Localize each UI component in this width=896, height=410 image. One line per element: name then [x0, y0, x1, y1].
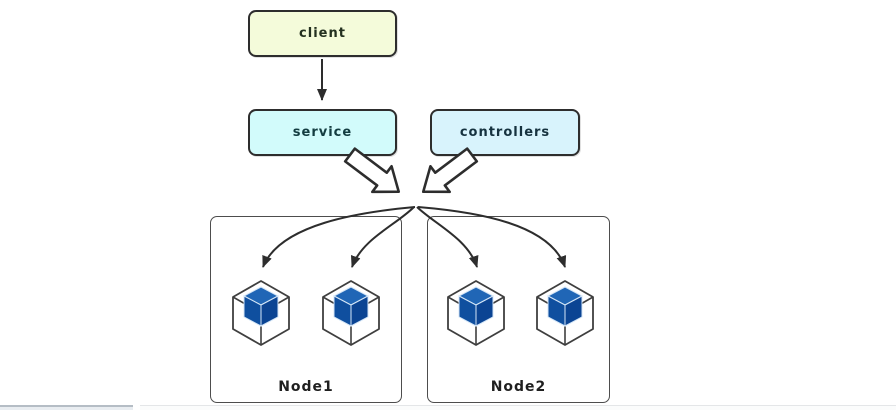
node-service-label: service — [292, 125, 353, 140]
node-client-label: client — [299, 26, 346, 41]
bottom-edge-right — [140, 405, 896, 410]
bottom-edge-left — [0, 405, 133, 410]
node2-label: Node2 — [490, 379, 547, 395]
node-service: service — [248, 109, 397, 156]
node-group-node2: Node2 — [427, 216, 610, 403]
node-controllers-label: controllers — [459, 125, 551, 140]
node-client: client — [248, 10, 397, 57]
node1-label: Node1 — [278, 379, 334, 395]
node-group-node1: Node1 — [210, 216, 402, 403]
node-controllers: controllers — [430, 109, 580, 156]
